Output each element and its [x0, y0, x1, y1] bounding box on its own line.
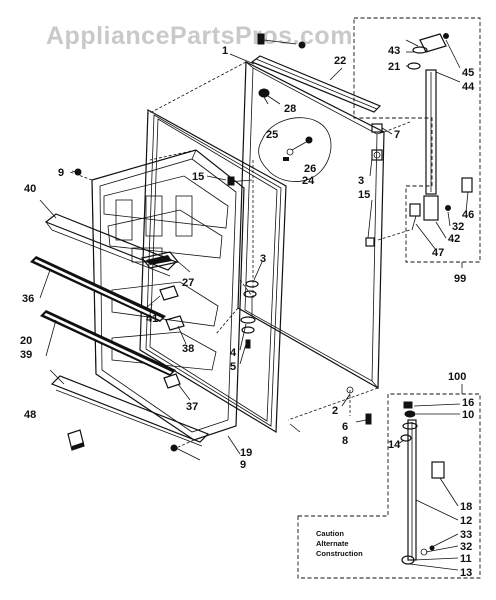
watermark: AppliancePartsPros.com: [46, 22, 353, 50]
hinge-side-parts: [227, 123, 383, 247]
screw-28: [258, 88, 270, 105]
explode-lines: [147, 61, 411, 421]
label-27: 27: [182, 277, 194, 289]
label-39: 39: [20, 349, 32, 361]
label-11: 11: [460, 553, 472, 565]
top-trim-strip: [250, 55, 382, 113]
part-labels: 1 2 3 3 4 5 6 7 8 9 9 10 11 12 13 14 15 …: [20, 45, 475, 579]
label-7: 7: [394, 129, 400, 141]
label-18: 18: [460, 501, 472, 513]
label-100: 100: [448, 371, 466, 383]
top-pin: [257, 33, 306, 49]
insulation-patch: [258, 117, 332, 182]
label-22: 22: [334, 55, 346, 67]
label-21: 21: [388, 61, 400, 73]
label-42: 42: [448, 233, 460, 245]
label-32a: 32: [452, 221, 464, 233]
door-gasket: [139, 109, 287, 434]
label-36: 36: [22, 293, 34, 305]
label-12: 12: [460, 515, 472, 527]
label-33: 33: [460, 529, 472, 541]
caption-line-1: Caution: [316, 529, 344, 538]
label-3b: 3: [260, 253, 266, 265]
label-24: 24: [302, 175, 315, 187]
label-15b: 15: [358, 189, 370, 201]
liner-explode-lines: [69, 149, 253, 449]
caption-line-3: Construction: [316, 549, 363, 558]
label-1: 1: [222, 45, 228, 57]
leader-lines: [39, 39, 469, 571]
strip-20: [40, 310, 176, 376]
label-9b: 9: [240, 459, 246, 471]
label-19: 19: [240, 447, 252, 459]
label-32b: 32: [460, 541, 472, 553]
label-8: 8: [342, 435, 348, 447]
label-16: 16: [462, 397, 474, 409]
label-44: 44: [462, 81, 475, 93]
lower-hinge-parts: [240, 280, 259, 349]
label-2: 2: [332, 405, 338, 417]
label-6: 6: [342, 421, 348, 433]
label-99: 99: [454, 273, 466, 285]
part-41: [145, 295, 161, 309]
part-48: [67, 429, 85, 451]
label-48: 48: [24, 409, 36, 421]
label-28: 28: [284, 103, 296, 115]
label-47: 47: [432, 247, 444, 259]
outer-door-panel: [237, 61, 385, 390]
label-3a: 3: [358, 175, 364, 187]
label-14: 14: [388, 439, 401, 451]
bar-39: [50, 375, 210, 447]
alternate-construction-caption: Caution Alternate Construction: [316, 529, 363, 558]
label-46: 46: [462, 209, 474, 221]
label-40: 40: [24, 183, 36, 195]
label-4: 4: [230, 347, 237, 359]
strip-36: [30, 256, 166, 322]
label-10: 10: [462, 409, 474, 421]
label-20: 20: [20, 335, 32, 347]
alternate-construction-box-100: [297, 393, 481, 579]
label-26: 26: [304, 163, 316, 175]
label-25: 25: [266, 129, 278, 141]
label-38: 38: [182, 343, 194, 355]
screw-9-bottom: [170, 444, 201, 461]
caption-line-2: Alternate: [316, 539, 349, 548]
label-45: 45: [462, 67, 474, 79]
bottom-pin-parts: [346, 386, 372, 425]
label-13: 13: [460, 567, 472, 579]
label-9a: 9: [58, 167, 64, 179]
label-5: 5: [230, 361, 236, 373]
label-43: 43: [388, 45, 400, 57]
label-41: 41: [146, 313, 158, 325]
label-37: 37: [186, 401, 198, 413]
label-15a: 15: [192, 171, 204, 183]
